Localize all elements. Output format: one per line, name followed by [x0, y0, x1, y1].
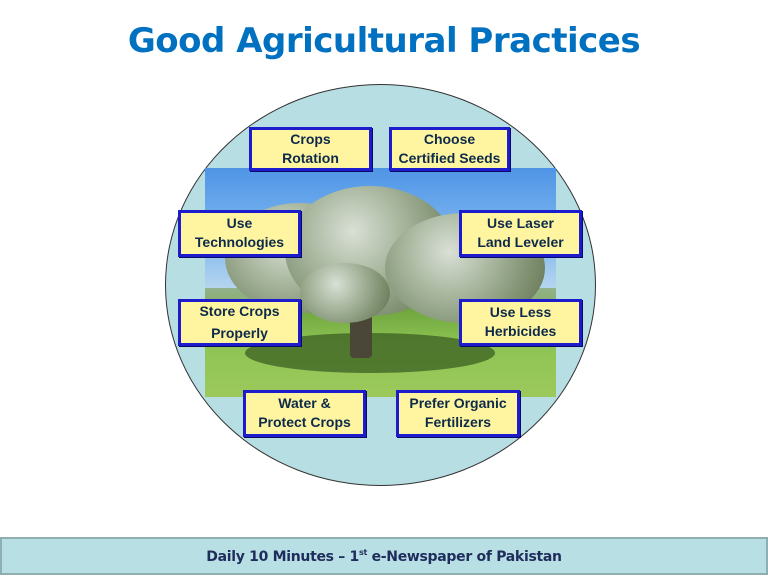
- practice-box-water-protect-crops: Water & Protect Crops: [243, 390, 366, 437]
- practice-box-store-crops-properly: Store Crops Properly: [178, 299, 301, 346]
- footer-text-superscript: st: [359, 547, 367, 557]
- practice-box-use-laser-land-leveler: Use Laser Land Leveler: [459, 210, 582, 257]
- practice-box-crops-rotation: Crops Rotation: [249, 127, 372, 171]
- footer-text-suffix: e-Newspaper of Pakistan: [367, 548, 562, 565]
- slide-title: Good Agricultural Practices: [127, 21, 641, 61]
- practice-box-choose-certified-seeds: Choose Certified Seeds: [389, 127, 510, 171]
- practice-box-prefer-organic-fertilizers: Prefer Organic Fertilizers: [396, 390, 520, 437]
- olive-tree-photo: [205, 168, 556, 397]
- footer-text-prefix: Daily 10 Minutes – 1: [206, 548, 359, 565]
- practice-box-use-technologies: Use Technologies: [178, 210, 301, 257]
- footer-bar: Daily 10 Minutes – 1st e-Newspaper of Pa…: [0, 537, 768, 575]
- practice-box-use-less-herbicides: Use Less Herbicides: [459, 299, 582, 346]
- photo-tree-canopy: [300, 263, 390, 323]
- footer-text: Daily 10 Minutes – 1st e-Newspaper of Pa…: [206, 547, 562, 565]
